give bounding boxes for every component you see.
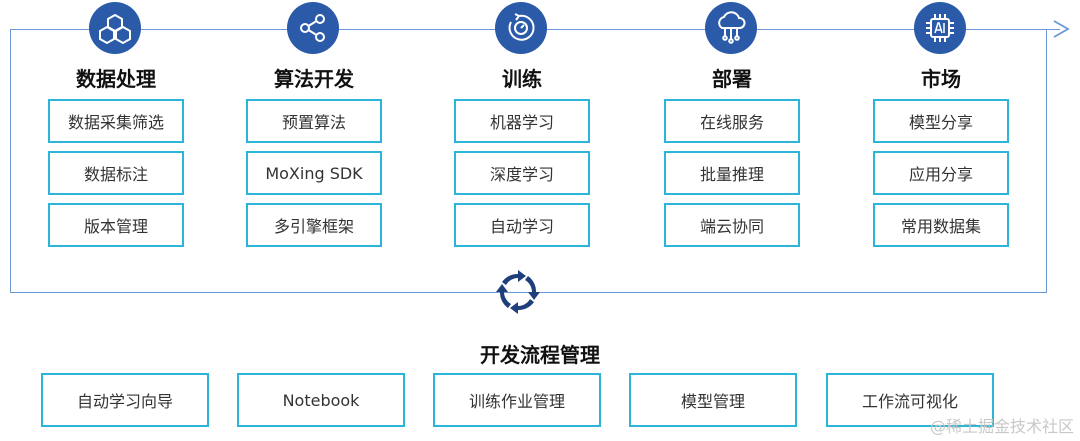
stage-item: 深度学习 xyxy=(454,151,590,195)
stage-title: 训练 xyxy=(502,67,542,91)
stage-item: 批量推理 xyxy=(664,151,800,195)
stage-item: 应用分享 xyxy=(873,151,1009,195)
stage-item: 模型分享 xyxy=(873,99,1009,143)
stage-title: 部署 xyxy=(712,67,752,91)
flow-item: 工作流可视化 xyxy=(826,373,994,427)
stage-item: 端云协同 xyxy=(664,203,800,247)
flow-item: Notebook xyxy=(237,373,405,427)
flow-item: 自动学习向导 xyxy=(41,373,209,427)
refresh-cycle-icon xyxy=(496,270,540,314)
stage-item: 常用数据集 xyxy=(873,203,1009,247)
stage-item: 版本管理 xyxy=(48,203,184,247)
process-frame-right-line xyxy=(1046,29,1047,292)
watermark: @稀土掘金技术社区 xyxy=(929,417,1074,436)
flow-item: 模型管理 xyxy=(629,373,797,427)
stage-item: 数据标注 xyxy=(48,151,184,195)
stage-item: 在线服务 xyxy=(664,99,800,143)
stage-item: 多引擎框架 xyxy=(246,203,382,247)
stage-item: MoXing SDK xyxy=(246,151,382,195)
flow-arrowhead-icon xyxy=(1053,20,1070,38)
share-nodes-icon xyxy=(287,2,339,54)
cloud-deploy-icon xyxy=(705,2,757,54)
stage-title: 市场 xyxy=(921,67,961,91)
stage-item: 自动学习 xyxy=(454,203,590,247)
stage-title: 数据处理 xyxy=(76,67,156,91)
stage-item: 机器学习 xyxy=(454,99,590,143)
training-cycle-icon xyxy=(495,2,547,54)
flow-title: 开发流程管理 xyxy=(480,343,600,367)
flow-item: 训练作业管理 xyxy=(433,373,601,427)
stage-item: 数据采集筛选 xyxy=(48,99,184,143)
stage-title: 算法开发 xyxy=(274,67,354,91)
ai-chip-icon xyxy=(914,2,966,54)
process-frame-left-line xyxy=(10,29,11,292)
stage-item: 预置算法 xyxy=(246,99,382,143)
molecule-icon xyxy=(89,2,141,54)
